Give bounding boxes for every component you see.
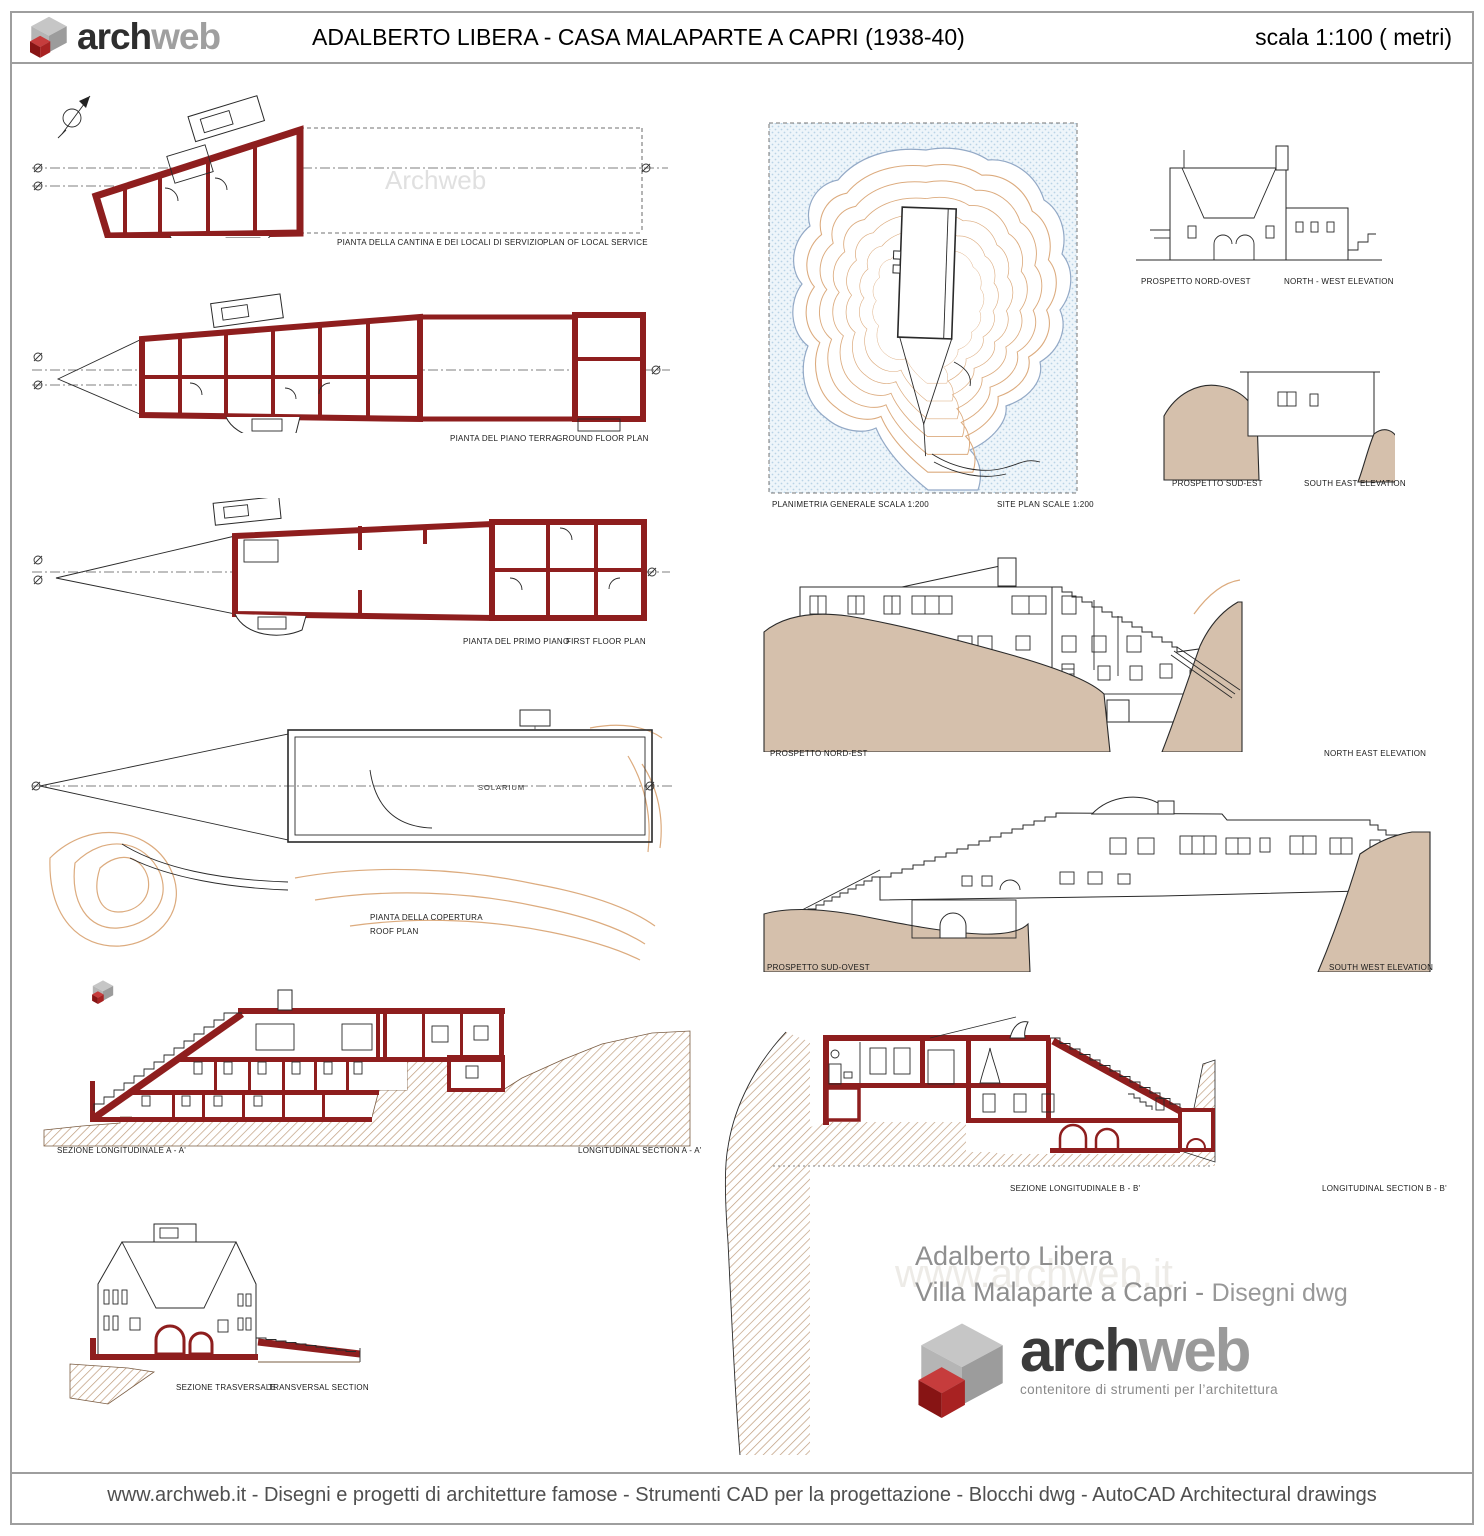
caption-nw-elevation-en: NORTH - WEST ELEVATION	[1284, 277, 1394, 286]
scale-note: scala 1:100 ( metri)	[1255, 24, 1452, 50]
cellar-plan-drawing	[32, 95, 668, 238]
north-arrow-icon	[57, 95, 91, 139]
caption-section-aa-en: LONGITUDINAL SECTION A - A'	[578, 1146, 702, 1155]
footer-divider	[10, 1472, 1474, 1474]
credit-project-name: Villa Malaparte a Capri -	[915, 1277, 1212, 1307]
caption-ground-floor-it: PIANTA DEL PIANO TERRA	[450, 434, 558, 443]
wordmark-arch: arch	[77, 16, 152, 57]
credits-block: Adalberto Libera Villa Malaparte a Capri…	[915, 1238, 1348, 1311]
credit-project-suffix: Disegni dwg	[1211, 1279, 1348, 1307]
archweb-wordmark: archweb	[77, 16, 221, 57]
watermark-url: www.archweb.it	[895, 1252, 1173, 1296]
roof-plan-drawing: SOLARIUM	[31, 709, 675, 961]
archweb-logo-large: archweb contenitore di strumenti per l’a…	[918, 1321, 1279, 1418]
ne-elevation-drawing	[763, 557, 1243, 752]
sheet-border	[10, 11, 1474, 1525]
wordmark-arch-large: arch	[1020, 1317, 1141, 1384]
footer-text: www.archweb.it - Disegni e progetti di a…	[107, 1484, 1377, 1506]
caption-first-floor-it: PIANTA DEL PRIMO PIANO	[463, 637, 570, 646]
caption-section-aa-it: SEZIONE LONGITUDINALE A - A'	[57, 1146, 187, 1155]
caption-section-bb-en: LONGITUDINAL SECTION B - B'	[1322, 1184, 1447, 1193]
caption-roof-plan-it: PIANTA DELLA COPERTURA	[370, 913, 483, 922]
caption-se-elevation-it: PROSPETTO SUD-EST	[1172, 479, 1263, 488]
solarium-label: SOLARIUM	[478, 783, 525, 792]
caption-ne-elevation-it: PROSPETTO NORD-EST	[770, 749, 868, 758]
caption-sw-elevation-it: PROSPETTO SUD-OVEST	[767, 963, 870, 972]
sw-elevation-drawing	[763, 796, 1431, 972]
page-title: ADALBERTO LIBERA - CASA MALAPARTE A CAPR…	[312, 24, 965, 50]
ground-floor-plan-drawing	[32, 293, 670, 433]
site-plan-drawing	[768, 122, 1078, 494]
archweb-wordmark-large: archweb	[1020, 1321, 1278, 1381]
caption-transversal-en: TRANSVERSAL SECTION	[268, 1383, 369, 1392]
caption-transversal-it: SEZIONE TRASVERSALE	[176, 1383, 277, 1392]
section-bb-drawing	[724, 1016, 1216, 1456]
caption-section-bb-it: SEZIONE LONGITUDINALE B - B'	[1010, 1184, 1141, 1193]
caption-roof-plan-en: ROOF PLAN	[370, 927, 419, 936]
watermark-archweb: Archweb	[385, 165, 487, 195]
first-floor-plan-drawing	[32, 498, 670, 636]
logo-tagline: contenitore di strumenti per l’architett…	[1020, 1382, 1279, 1397]
caption-site-plan-it: PLANIMETRIA GENERALE SCALA 1:200	[772, 500, 929, 509]
credit-architect: Adalberto Libera	[915, 1241, 1114, 1271]
caption-first-floor-en: FIRST FLOOR PLAN	[566, 637, 646, 646]
archweb-cube-icon-large	[918, 1322, 1006, 1418]
caption-cellar-plan-it: PIANTA DELLA CANTINA E DEI LOCALI DI SER…	[337, 238, 544, 247]
archweb-cube-icon	[30, 16, 68, 58]
nw-elevation-drawing	[1136, 145, 1382, 261]
caption-se-elevation-en: SOUTH EAST ELEVATION	[1304, 479, 1406, 488]
credit-project: Villa Malaparte a Capri - Disegni dwg	[915, 1274, 1348, 1311]
section-aa-drawing	[43, 980, 691, 1147]
se-elevation-drawing	[1163, 371, 1395, 483]
wordmark-web: web	[151, 16, 221, 57]
archweb-logo-header: archweb	[30, 16, 221, 58]
caption-cellar-plan-en: PLAN OF LOCAL SERVICE	[543, 238, 648, 247]
transversal-section-drawing	[69, 1223, 361, 1405]
caption-nw-elevation-it: PROSPETTO NORD-OVEST	[1141, 277, 1251, 286]
caption-ne-elevation-en: NORTH EAST ELEVATION	[1324, 749, 1427, 758]
header-divider	[10, 62, 1474, 64]
caption-ground-floor-en: GROUND FLOOR PLAN	[556, 434, 649, 443]
caption-sw-elevation-en: SOUTH WEST ELEVATION	[1329, 963, 1434, 972]
caption-site-plan-en: SITE PLAN SCALE 1:200	[997, 500, 1094, 509]
wordmark-web-large: web	[1138, 1317, 1252, 1384]
